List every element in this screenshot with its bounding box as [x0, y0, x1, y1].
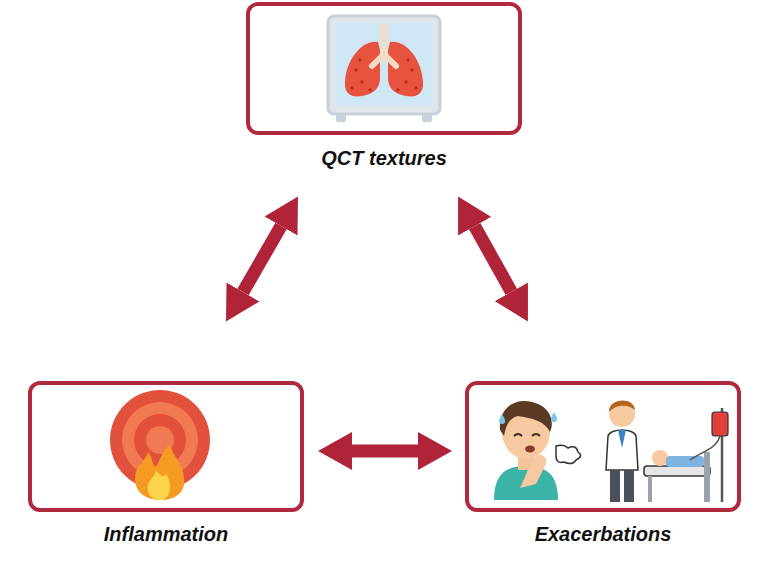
double-arrow — [243, 226, 281, 292]
exacerbation-icon — [494, 400, 728, 502]
inflammation-icon — [110, 390, 210, 500]
double-arrow — [475, 226, 512, 292]
double-arrow — [352, 445, 418, 458]
icon-box — [246, 2, 522, 135]
diagram-node: Exacerbations — [465, 381, 741, 546]
node-label: Exacerbations — [465, 523, 741, 546]
node-label: QCT textures — [246, 147, 522, 170]
node-label: Inflammation — [28, 523, 304, 546]
lung-scan-icon — [328, 16, 440, 122]
diagram-node: QCT textures — [246, 2, 522, 170]
icon-box — [28, 381, 304, 512]
icon-box — [465, 381, 741, 512]
diagram-node: Inflammation — [28, 381, 304, 546]
